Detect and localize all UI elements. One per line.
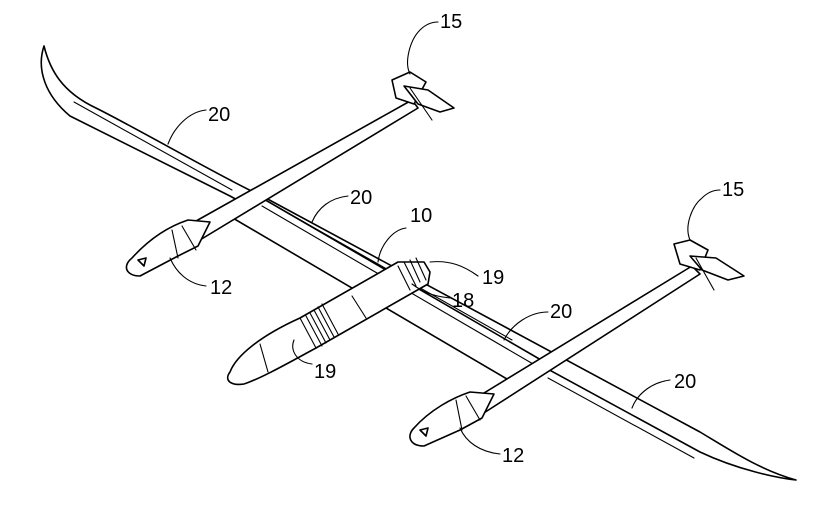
svg-text:15: 15 bbox=[722, 179, 744, 201]
svg-text:12: 12 bbox=[502, 445, 524, 467]
svg-text:19: 19 bbox=[314, 361, 336, 383]
left-boom bbox=[125, 99, 419, 277]
svg-text:20: 20 bbox=[550, 301, 572, 323]
svg-text:18: 18 bbox=[452, 290, 474, 312]
ref-12-left: 12 bbox=[169, 257, 232, 299]
ref-20-right-wing: 20 bbox=[631, 371, 696, 409]
svg-text:20: 20 bbox=[350, 187, 372, 209]
svg-text:19: 19 bbox=[482, 267, 504, 289]
ref-20-left-wing: 20 bbox=[167, 104, 230, 145]
svg-text:10: 10 bbox=[410, 205, 432, 227]
svg-text:15: 15 bbox=[440, 11, 462, 33]
ref-15-right: 15 bbox=[687, 179, 744, 241]
svg-text:12: 12 bbox=[210, 277, 232, 299]
ref-20-center: 20 bbox=[311, 187, 372, 223]
ref-18: 18 bbox=[411, 283, 474, 312]
left-tail bbox=[391, 71, 455, 121]
svg-text:20: 20 bbox=[208, 104, 230, 126]
ref-19-upper: 19 bbox=[429, 261, 504, 289]
right-boom bbox=[409, 265, 701, 447]
right-tail bbox=[673, 239, 745, 291]
ref-19-lower: 19 bbox=[292, 339, 336, 383]
ref-20-right-center: 20 bbox=[503, 301, 572, 341]
svg-text:20: 20 bbox=[674, 371, 696, 393]
ref-10: 10 bbox=[377, 205, 432, 263]
fuselage bbox=[226, 257, 431, 386]
ref-15-top: 15 bbox=[407, 11, 462, 75]
ref-12-right: 12 bbox=[459, 427, 524, 467]
